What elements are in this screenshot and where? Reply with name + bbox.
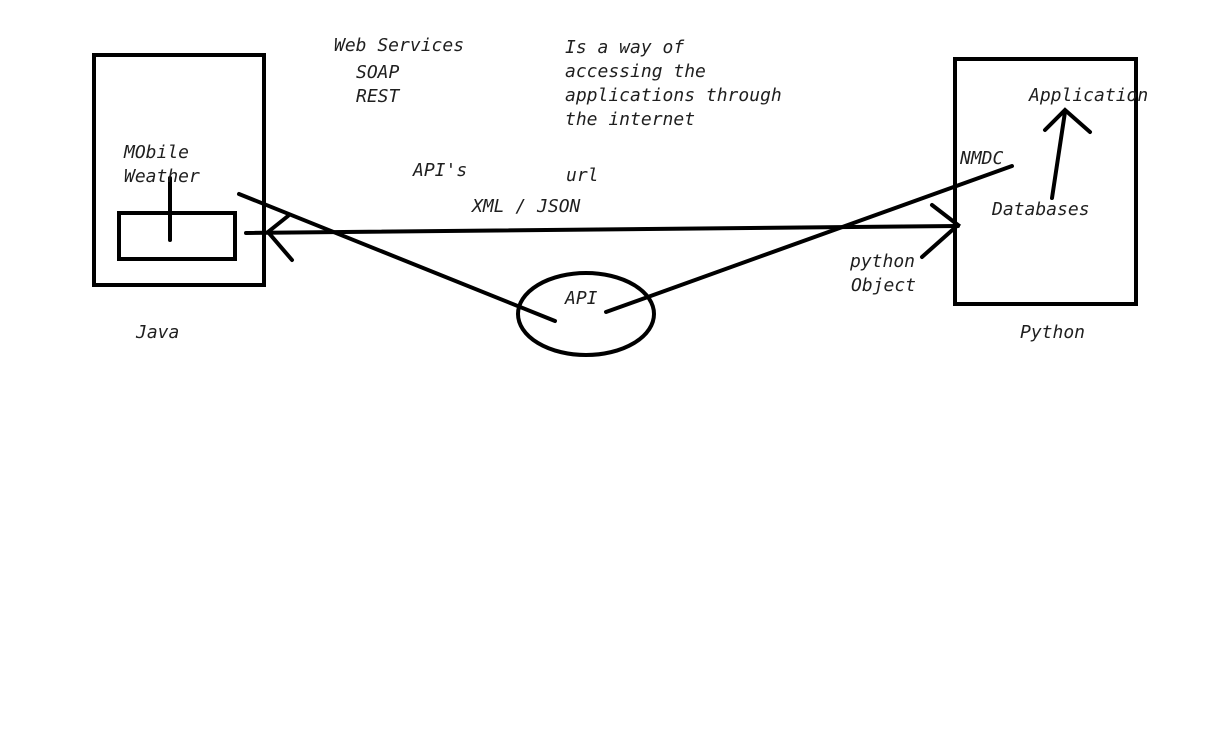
databases-to-application-line <box>1050 110 1067 200</box>
application-label: Application <box>1029 85 1149 106</box>
java-arrowhead <box>265 214 294 262</box>
python-system-box <box>953 57 1138 306</box>
python-arrowhead <box>920 203 962 259</box>
api-to-nmdc-line <box>604 164 1014 314</box>
mobile-label: MObile <box>124 142 190 163</box>
nmdc-label: NMDC <box>960 148 1004 169</box>
python-object-label-line-2: Object <box>851 275 917 296</box>
api-ellipse <box>516 271 656 357</box>
python-object-label-line-1: python <box>850 251 916 272</box>
data-exchange-line <box>244 224 960 235</box>
web-services-label: Web Services <box>334 35 465 56</box>
rest-label: REST <box>356 86 400 107</box>
weather-label: Weather <box>124 166 200 187</box>
definition-line-2: accessing the <box>565 61 706 82</box>
definition-line-3: applications through <box>565 85 782 106</box>
api-label: API <box>565 288 598 309</box>
url-label: url <box>566 165 599 186</box>
soap-label: SOAP <box>356 62 400 83</box>
apis-label: API's <box>413 160 468 181</box>
definition-line-1: Is a way of <box>565 37 685 58</box>
mobile-widget-box <box>117 211 237 261</box>
definition-line-4: the internet <box>565 109 696 130</box>
python-label: Python <box>1020 322 1086 343</box>
application-arrowhead <box>1043 107 1092 134</box>
java-system-box <box>92 53 266 287</box>
databases-label: Databases <box>992 199 1090 220</box>
api-to-mobile-line <box>237 192 557 323</box>
java-label: Java <box>136 322 180 343</box>
xml-json-label: XML / JSON <box>472 196 581 217</box>
